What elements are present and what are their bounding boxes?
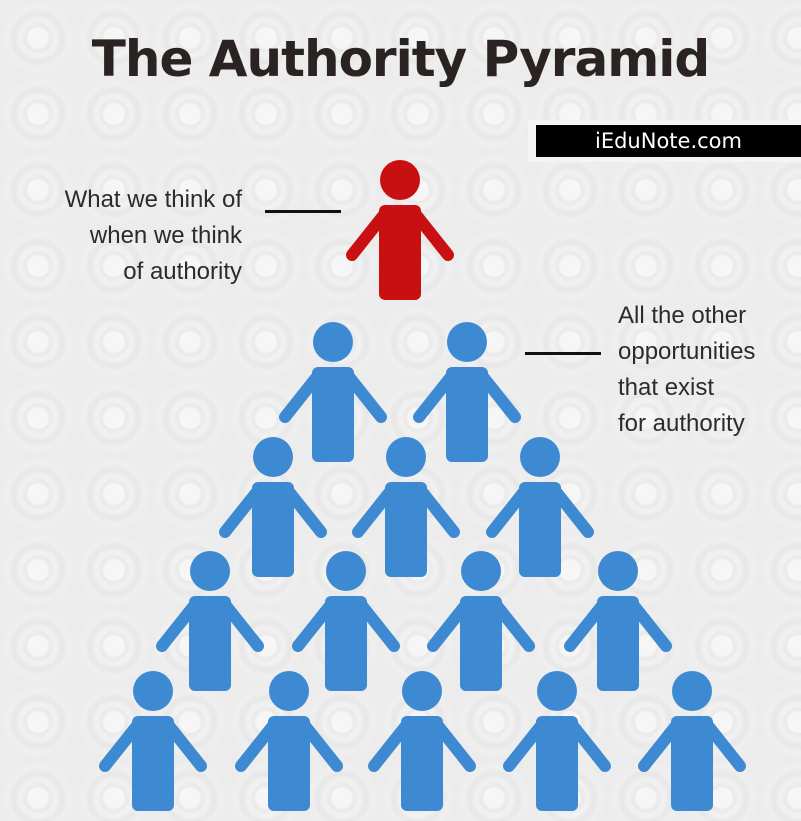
others-annotation-line-1: All the other	[618, 302, 747, 329]
leader-annotation: What we think of when we think of author…	[10, 182, 242, 290]
person-icon	[485, 437, 595, 587]
page-title: The Authority Pyramid	[91, 30, 710, 88]
others-annotation-line-2: opportunities	[618, 338, 756, 365]
person-icon	[155, 551, 265, 701]
person-icon	[278, 322, 388, 472]
others-annotation-line-4: for authority	[618, 410, 745, 437]
person-icon	[367, 671, 477, 821]
person-icon	[98, 671, 208, 821]
person-icon	[426, 551, 536, 701]
person-icon	[234, 671, 344, 821]
others-connector-line	[525, 352, 601, 355]
person-icon	[351, 437, 461, 587]
leader-person-icon	[345, 160, 455, 310]
others-annotation: All the other opportunities that exist f…	[618, 298, 798, 442]
person-icon	[637, 671, 747, 821]
brand-label: iEduNote.com	[536, 125, 801, 157]
leader-connector-line	[265, 210, 341, 213]
person-icon	[291, 551, 401, 701]
person-icon	[502, 671, 612, 821]
leader-annotation-line-2: when we think	[89, 222, 242, 249]
person-icon	[218, 437, 328, 587]
person-icon	[412, 322, 522, 472]
leader-annotation-line-3: of authority	[123, 258, 242, 285]
others-annotation-line-3: that exist	[618, 374, 715, 401]
brand-badge: iEduNote.com	[528, 120, 801, 162]
leader-annotation-line-1: What we think of	[64, 186, 242, 213]
person-icon	[563, 551, 673, 701]
